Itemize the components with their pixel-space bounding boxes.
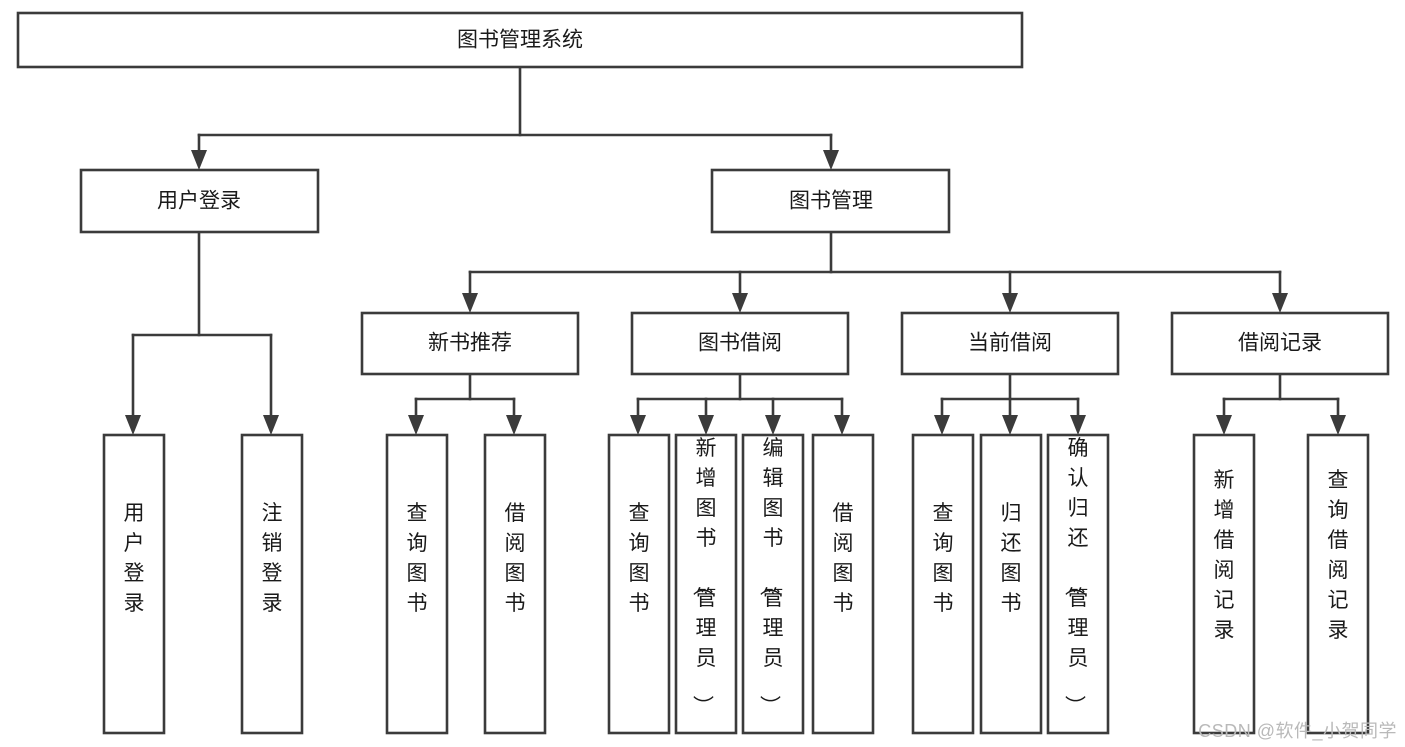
arrowhead-newbook-rec	[462, 293, 478, 313]
node-root-system-label: 图书管理系统	[457, 29, 583, 52]
csdn-watermark: CSDN @软件_小贺同学	[1198, 721, 1397, 741]
leaf-node-query-book-current-label: 查询图书	[933, 502, 954, 615]
leaf-node-edit-book-admin-box[interactable]	[741, 433, 805, 735]
node-book-borrow-label: 图书借阅	[698, 332, 782, 355]
leaf-node-borrow-book-newrec-box[interactable]	[483, 433, 547, 735]
leaf-node-add-book-admin[interactable]: 新增图书（管理员）	[674, 433, 738, 735]
leaf-node-query-book-newrec[interactable]: 查询图书	[385, 433, 449, 735]
arrowhead-leaf-user-login	[125, 415, 141, 435]
arrowhead-current-leaf-3	[1070, 415, 1086, 435]
arrowhead-record-leaf-2	[1330, 415, 1346, 435]
leaf-nodes-layer: 用户登录 注销登录 查询图书 借阅图书 查询图书 新增图书（管理员）	[102, 433, 1370, 735]
leaf-node-borrow-book-newrec[interactable]: 借阅图书	[483, 433, 547, 735]
leaf-node-query-book-current-box[interactable]	[911, 433, 975, 735]
node-borrow-record[interactable]: 借阅记录	[1170, 311, 1390, 376]
arrowhead-borrow-leaf-3	[765, 415, 781, 435]
node-root-system-box[interactable]	[16, 11, 1024, 69]
leaf-node-add-borrow-record[interactable]: 新增借阅记录	[1192, 433, 1256, 735]
arrowhead-borrow-leaf-2	[698, 415, 714, 435]
leaf-node-confirm-return-admin-box[interactable]	[1046, 433, 1110, 735]
node-user-login[interactable]: 用户登录	[79, 168, 320, 234]
leaf-node-logout[interactable]: 注销登录	[240, 433, 304, 735]
leaf-node-query-borrow-record-box[interactable]	[1306, 433, 1370, 735]
arrowhead-book-mgmt	[823, 150, 839, 170]
leaf-node-query-borrow-record[interactable]: 查询借阅记录	[1306, 433, 1370, 735]
node-current-borrow[interactable]: 当前借阅	[900, 311, 1120, 376]
arrowhead-leaf-logout	[263, 415, 279, 435]
node-current-borrow-box[interactable]	[900, 311, 1120, 376]
leaf-node-borrow-book-borrow[interactable]: 借阅图书	[811, 433, 875, 735]
leaf-node-add-book-admin-label: 新增图书（管理员）	[691, 437, 717, 716]
leaf-node-logout-box[interactable]	[240, 433, 304, 735]
leaf-node-query-book-newrec-box[interactable]	[385, 433, 449, 735]
leaf-node-user-login[interactable]: 用户登录	[102, 433, 166, 735]
node-user-login-box[interactable]	[79, 168, 320, 234]
leaf-node-edit-book-admin-label: 编辑图书（管理员）	[758, 437, 784, 716]
arrowhead-record-leaf-1	[1216, 415, 1232, 435]
arrowhead-current-leaf-2	[1002, 415, 1018, 435]
leaf-node-logout-label: 注销登录	[262, 502, 283, 615]
arrowhead-current-borrow	[1002, 293, 1018, 313]
leaf-node-query-book-borrow-label: 查询图书	[629, 502, 650, 615]
node-new-book-recommend-label: 新书推荐	[428, 332, 512, 355]
leaf-node-add-borrow-record-label: 新增借阅记录	[1214, 469, 1235, 642]
node-current-borrow-label: 当前借阅	[968, 332, 1052, 355]
leaf-node-query-borrow-record-label: 查询借阅记录	[1328, 469, 1349, 642]
leaf-node-user-login-box[interactable]	[102, 433, 166, 735]
arrowhead-newbook-leaf-2	[506, 415, 522, 435]
leaf-node-return-book-label: 归还图书	[1001, 502, 1022, 615]
node-book-borrow[interactable]: 图书借阅	[630, 311, 850, 376]
leaf-node-query-book-borrow[interactable]: 查询图书	[607, 433, 671, 735]
connector-layer	[125, 65, 1346, 435]
arrowhead-borrow-leaf-4	[834, 415, 850, 435]
leaf-node-return-book[interactable]: 归还图书	[979, 433, 1043, 735]
node-borrow-record-label: 借阅记录	[1238, 332, 1322, 355]
arrowhead-newbook-leaf-1	[408, 415, 424, 435]
node-user-login-label: 用户登录	[157, 190, 241, 213]
arrowhead-borrow-leaf-1	[630, 415, 646, 435]
leaf-node-borrow-book-borrow-box[interactable]	[811, 433, 875, 735]
arrowhead-book-borrow	[732, 293, 748, 313]
leaf-node-borrow-book-newrec-label: 借阅图书	[505, 502, 526, 615]
node-borrow-record-box[interactable]	[1170, 311, 1390, 376]
node-new-book-recommend-box[interactable]	[360, 311, 580, 376]
leaf-node-borrow-book-borrow-label: 借阅图书	[833, 502, 854, 615]
leaf-node-edit-book-admin[interactable]: 编辑图书（管理员）	[741, 433, 805, 735]
node-book-management-box[interactable]	[710, 168, 951, 234]
arrowhead-user-login	[191, 150, 207, 170]
leaf-node-query-book-borrow-box[interactable]	[607, 433, 671, 735]
arrowhead-current-leaf-1	[934, 415, 950, 435]
leaf-node-query-book-newrec-label: 查询图书	[407, 502, 428, 615]
leaf-node-add-book-admin-box[interactable]	[674, 433, 738, 735]
node-book-borrow-box[interactable]	[630, 311, 850, 376]
leaf-node-confirm-return-admin[interactable]: 确认归还（管理员）	[1046, 433, 1110, 735]
leaf-node-return-book-box[interactable]	[979, 433, 1043, 735]
arrowhead-borrow-record	[1272, 293, 1288, 313]
node-book-management-label: 图书管理	[789, 190, 873, 213]
leaf-node-confirm-return-admin-label: 确认归还（管理员）	[1063, 437, 1089, 716]
node-root-system[interactable]: 图书管理系统	[16, 11, 1024, 69]
node-new-book-recommend[interactable]: 新书推荐	[360, 311, 580, 376]
leaf-node-query-book-current[interactable]: 查询图书	[911, 433, 975, 735]
leaf-node-user-login-label: 用户登录	[124, 502, 145, 615]
node-book-management[interactable]: 图书管理	[710, 168, 951, 234]
leaf-node-add-borrow-record-box[interactable]	[1192, 433, 1256, 735]
